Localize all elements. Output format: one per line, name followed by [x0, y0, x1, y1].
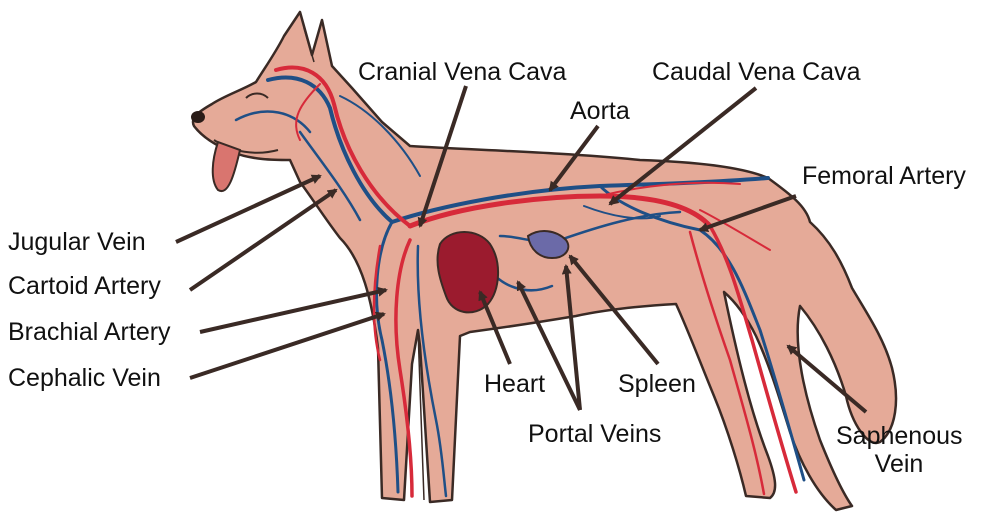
- leader-saphenous-vein: [786, 344, 868, 414]
- label-brachial-artery: Brachial Artery: [8, 318, 171, 346]
- tongue-icon: [211, 140, 242, 193]
- label-femoral-artery: Femoral Artery: [802, 162, 966, 190]
- leader-heart: [478, 290, 512, 365]
- label-cranial-vena-cava: Cranial Vena Cava: [358, 58, 567, 86]
- leader-cephalic-vein: [189, 311, 386, 380]
- label-portal-veins: Portal Veins: [528, 420, 662, 448]
- label-caudal-vena-cava: Caudal Vena Cava: [652, 58, 861, 86]
- leader-lines: [175, 85, 868, 414]
- dog-body: [191, 10, 898, 512]
- leader-brachial-artery: [199, 286, 388, 334]
- eye-icon: [245, 92, 269, 99]
- label-cephalic-vein: Cephalic Vein: [8, 364, 161, 392]
- leader-cartoid-artery: [188, 188, 338, 292]
- label-jugular-vein: Jugular Vein: [8, 228, 146, 256]
- leader-spleen: [568, 254, 660, 366]
- leader-jugular-vein: [175, 174, 322, 244]
- label-heart: Heart: [484, 370, 546, 398]
- label-saphenous-vein: Saphenous Vein: [836, 422, 963, 478]
- vein-network: [234, 75, 806, 498]
- label-saphenous-line2: Vein: [874, 450, 924, 478]
- label-saphenous-line1: Saphenous: [836, 422, 963, 450]
- leader-caudal-vena-cava: [608, 86, 758, 206]
- leader-femoral-artery: [698, 194, 797, 233]
- leader-aorta: [548, 124, 600, 192]
- spleen-organ: [526, 230, 570, 260]
- label-aorta: Aorta: [570, 97, 630, 125]
- leader-portal-veins-1: [516, 280, 582, 411]
- artery-network: [274, 65, 798, 498]
- leader-portal-veins-2: [561, 264, 582, 411]
- leader-cranial-vena-cava: [417, 85, 468, 228]
- nose-icon: [191, 111, 205, 123]
- label-cartoid-artery: Cartoid Artery: [8, 272, 161, 300]
- label-spleen: Spleen: [618, 370, 696, 398]
